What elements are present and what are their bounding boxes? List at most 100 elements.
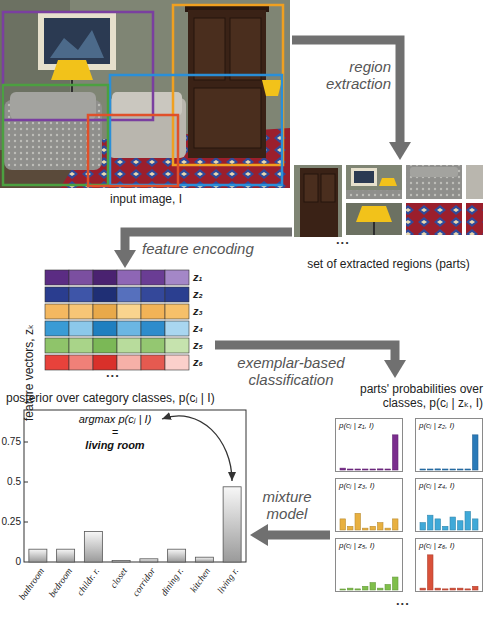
feature-cell [117,321,141,336]
probability-bar [378,469,384,470]
feature-cell [93,338,117,353]
mini-chart: p(cⱼ | z₃, I) [335,478,403,532]
step-label: region extraction [305,58,391,92]
posterior-bar [195,557,213,562]
probability-bar [420,588,426,590]
label-anchor: closet [108,566,130,590]
probability-bar [443,589,449,590]
axis-tick: 0 [0,556,21,568]
feature-cell [45,355,69,370]
wardrobe [188,10,266,158]
thumbnail-detail [346,190,402,199]
label-anchor: ... [336,233,350,247]
probability-bar [443,526,449,530]
feature-cell [165,338,189,353]
probability-bar [458,588,464,590]
feature-cell [45,304,69,319]
probability-bar [348,469,354,470]
chart-label: p(cⱼ | z₅, I) [339,541,401,551]
label-anchor: z₁ [193,270,202,285]
thumbnail [466,203,483,235]
probability-bar [443,469,449,470]
probability-bar [450,517,456,530]
probability-bar [363,528,369,530]
chart-label: p(cⱼ | z₆, I) [419,541,481,551]
probability-bar [458,469,464,470]
thumbnail [346,203,402,235]
label-anchor: region extraction [305,58,391,92]
thumbnail-detail [410,167,458,177]
step-label: feature encoding [142,240,272,257]
feature-cell [93,304,117,319]
mini-chart: p(cⱼ | z₄, I) [415,478,483,532]
feature-cell [141,355,165,370]
feature-cell [141,304,165,319]
step-label: mixture model [256,488,318,522]
chart-label: p(cⱼ | z₂, I) [419,421,481,431]
label-anchor: 0.5 [0,476,21,488]
thumbnail-detail [379,178,397,186]
thumbnail [466,165,483,199]
input-photo [0,0,290,188]
label-anchor: z₂ [193,287,203,302]
vector-label: z₆ [193,355,203,370]
feature-cell [117,304,141,319]
chart-frame [24,410,246,562]
feature-cell [69,321,93,336]
feature-cell [141,270,165,285]
probability-bar [465,589,471,590]
probability-bar [465,469,471,470]
probability-bar [435,469,441,470]
probability-bar [348,588,354,590]
label-anchor: feature encoding [142,240,272,257]
parts-panel: parts' probabilities over classes, p(cⱼ … [330,378,485,625]
feature-cell [165,355,189,370]
probability-bar [473,586,479,590]
thumbnail-detail [356,206,392,222]
probability-bar [355,513,361,530]
probability-bar [435,588,441,590]
vector-label: z₁ [193,270,202,285]
panel-caption: input image, I [0,192,292,206]
feature-cell [69,304,93,319]
label-anchor: 0.75 [0,436,21,448]
thumbnail-detail [304,174,318,202]
region-thumbnails [294,165,483,237]
feature-cell [165,304,189,319]
probability-bar [370,469,376,470]
axis-tick: 0.25 [0,516,21,528]
region-box [3,85,108,185]
label-anchor: living r. [215,566,241,596]
probability-bar [385,469,391,470]
feature-cell [141,338,165,353]
label-anchor: argmax p(cⱼ | I) [60,413,170,426]
flow-arrow [268,531,330,540]
image-panel: input image, I [0,0,292,210]
label-anchor: exemplar-based classification [232,354,350,388]
probability-bar [370,526,376,530]
thumbnail-detail [354,171,374,183]
feature-cell [165,270,189,285]
mini-chart: p(cⱼ | z₅, I) [335,538,403,592]
probability-bar [393,435,399,470]
probability-bar [450,469,456,470]
category-label: corridor [130,566,157,599]
feature-cell [117,270,141,285]
vector-label: z₄ [193,321,203,336]
argmax-arrow [162,416,232,481]
thumbnail [406,203,462,235]
feature-cell [45,321,69,336]
lamp-shade [51,60,93,80]
probability-bar [393,519,399,530]
thumbnail-detail [373,222,375,235]
feature-cell [69,287,93,302]
label-anchor: = [60,426,170,439]
tick-mark [24,482,28,483]
probability-bar [363,586,369,590]
mini-chart: p(cⱼ | z₁, I) [335,418,403,472]
feature-cell [69,338,93,353]
flow-arrow [292,40,400,142]
feature-cell [45,287,69,302]
axis-tick: 0.75 [0,436,21,448]
category-label: childr. r. [75,566,102,598]
